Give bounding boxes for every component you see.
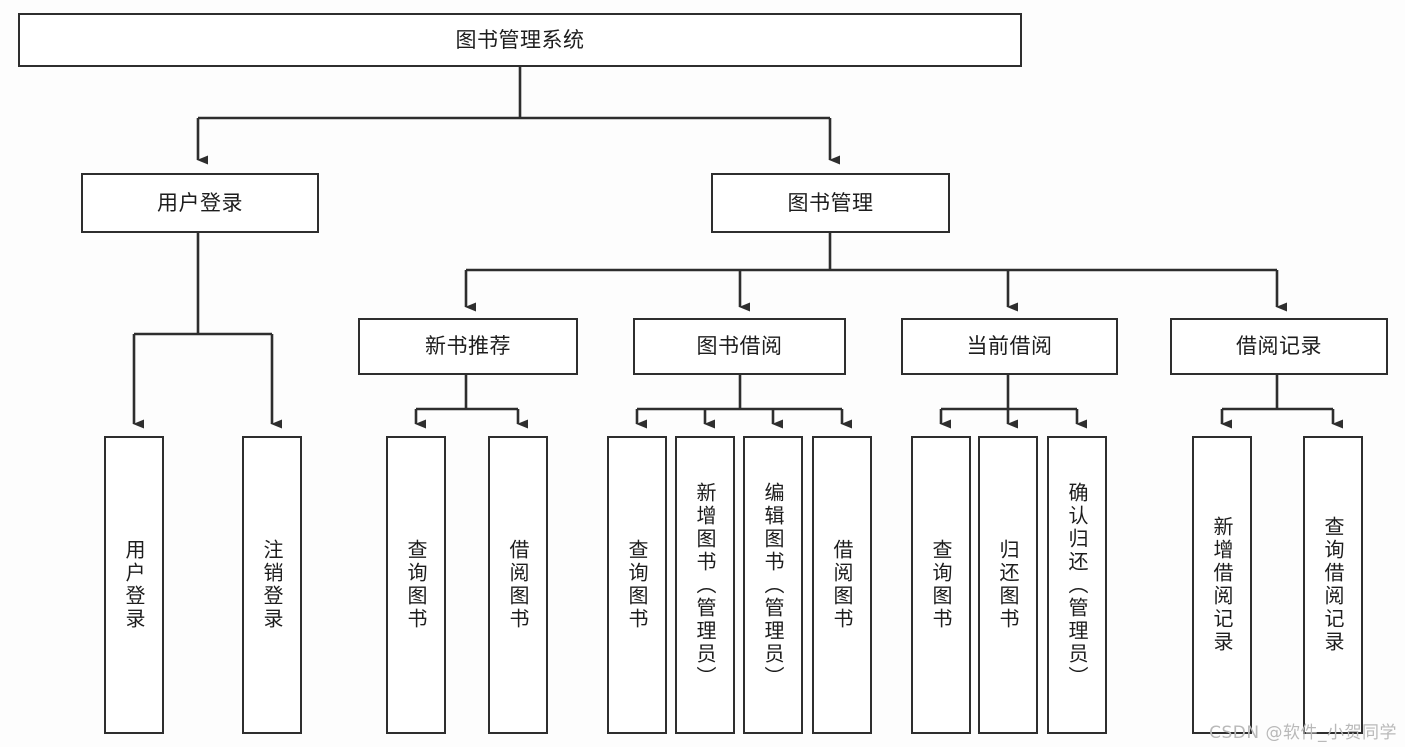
node-label: 查询图书 [404, 539, 428, 631]
node-label: 注销登录 [260, 539, 284, 631]
node-leaf-add-record[interactable]: 新增借阅记录 [1192, 436, 1252, 734]
node-label: 新增图书（管理员） [693, 481, 717, 689]
connectors-current-borrow [939, 375, 1087, 429]
node-leaf-query-book-1[interactable]: 查询图书 [386, 436, 446, 734]
connectors-level1 [196, 67, 840, 165]
node-label: 用户登录 [122, 539, 146, 631]
node-label: 新书推荐 [425, 334, 511, 359]
node-leaf-borrow-book-2[interactable]: 借阅图书 [812, 436, 872, 734]
node-label: 确认归还（管理员） [1065, 481, 1089, 689]
node-user-login[interactable]: 用户登录 [81, 173, 319, 233]
node-leaf-add-book[interactable]: 新增图书（管理员） [675, 436, 735, 734]
connectors-user-login [132, 233, 282, 429]
node-label: 图书管理 [787, 190, 874, 215]
connectors-new-book-recommend [414, 375, 528, 429]
node-label: 图书借阅 [696, 334, 783, 359]
node-label: 当前借阅 [966, 334, 1053, 359]
node-label: 编辑图书（管理员） [761, 481, 785, 689]
node-label: 新增借阅记录 [1210, 516, 1234, 654]
node-leaf-borrow-book-1[interactable]: 借阅图书 [488, 436, 548, 734]
node-label: 借阅记录 [1236, 334, 1322, 359]
node-book-borrow[interactable]: 图书借阅 [633, 318, 846, 375]
node-leaf-query-book-2[interactable]: 查询图书 [607, 436, 667, 734]
node-label: 查询图书 [929, 539, 953, 631]
connectors-book-borrow [635, 375, 852, 429]
node-book-management[interactable]: 图书管理 [711, 173, 950, 233]
node-leaf-confirm-return[interactable]: 确认归还（管理员） [1047, 436, 1107, 734]
node-new-book-recommend[interactable]: 新书推荐 [358, 318, 578, 375]
node-label: 归还图书 [996, 539, 1020, 631]
node-label: 查询借阅记录 [1321, 516, 1345, 654]
node-borrow-record[interactable]: 借阅记录 [1170, 318, 1388, 375]
connectors-book-management [464, 233, 1287, 312]
node-label: 借阅图书 [830, 539, 854, 631]
node-leaf-logout-login[interactable]: 注销登录 [242, 436, 302, 734]
node-label: 用户登录 [157, 190, 243, 215]
node-label: 查询图书 [625, 539, 649, 631]
node-current-borrow[interactable]: 当前借阅 [901, 318, 1118, 375]
node-leaf-query-record[interactable]: 查询借阅记录 [1303, 436, 1363, 734]
node-label: 图书管理系统 [455, 27, 585, 52]
node-leaf-edit-book[interactable]: 编辑图书（管理员） [743, 436, 803, 734]
node-leaf-user-login[interactable]: 用户登录 [104, 436, 164, 734]
node-leaf-return-book[interactable]: 归还图书 [978, 436, 1038, 734]
node-label: 借阅图书 [506, 539, 530, 631]
connectors-borrow-record [1220, 375, 1343, 429]
node-leaf-query-book-3[interactable]: 查询图书 [911, 436, 971, 734]
node-root-book-management-system[interactable]: 图书管理系统 [18, 13, 1022, 67]
